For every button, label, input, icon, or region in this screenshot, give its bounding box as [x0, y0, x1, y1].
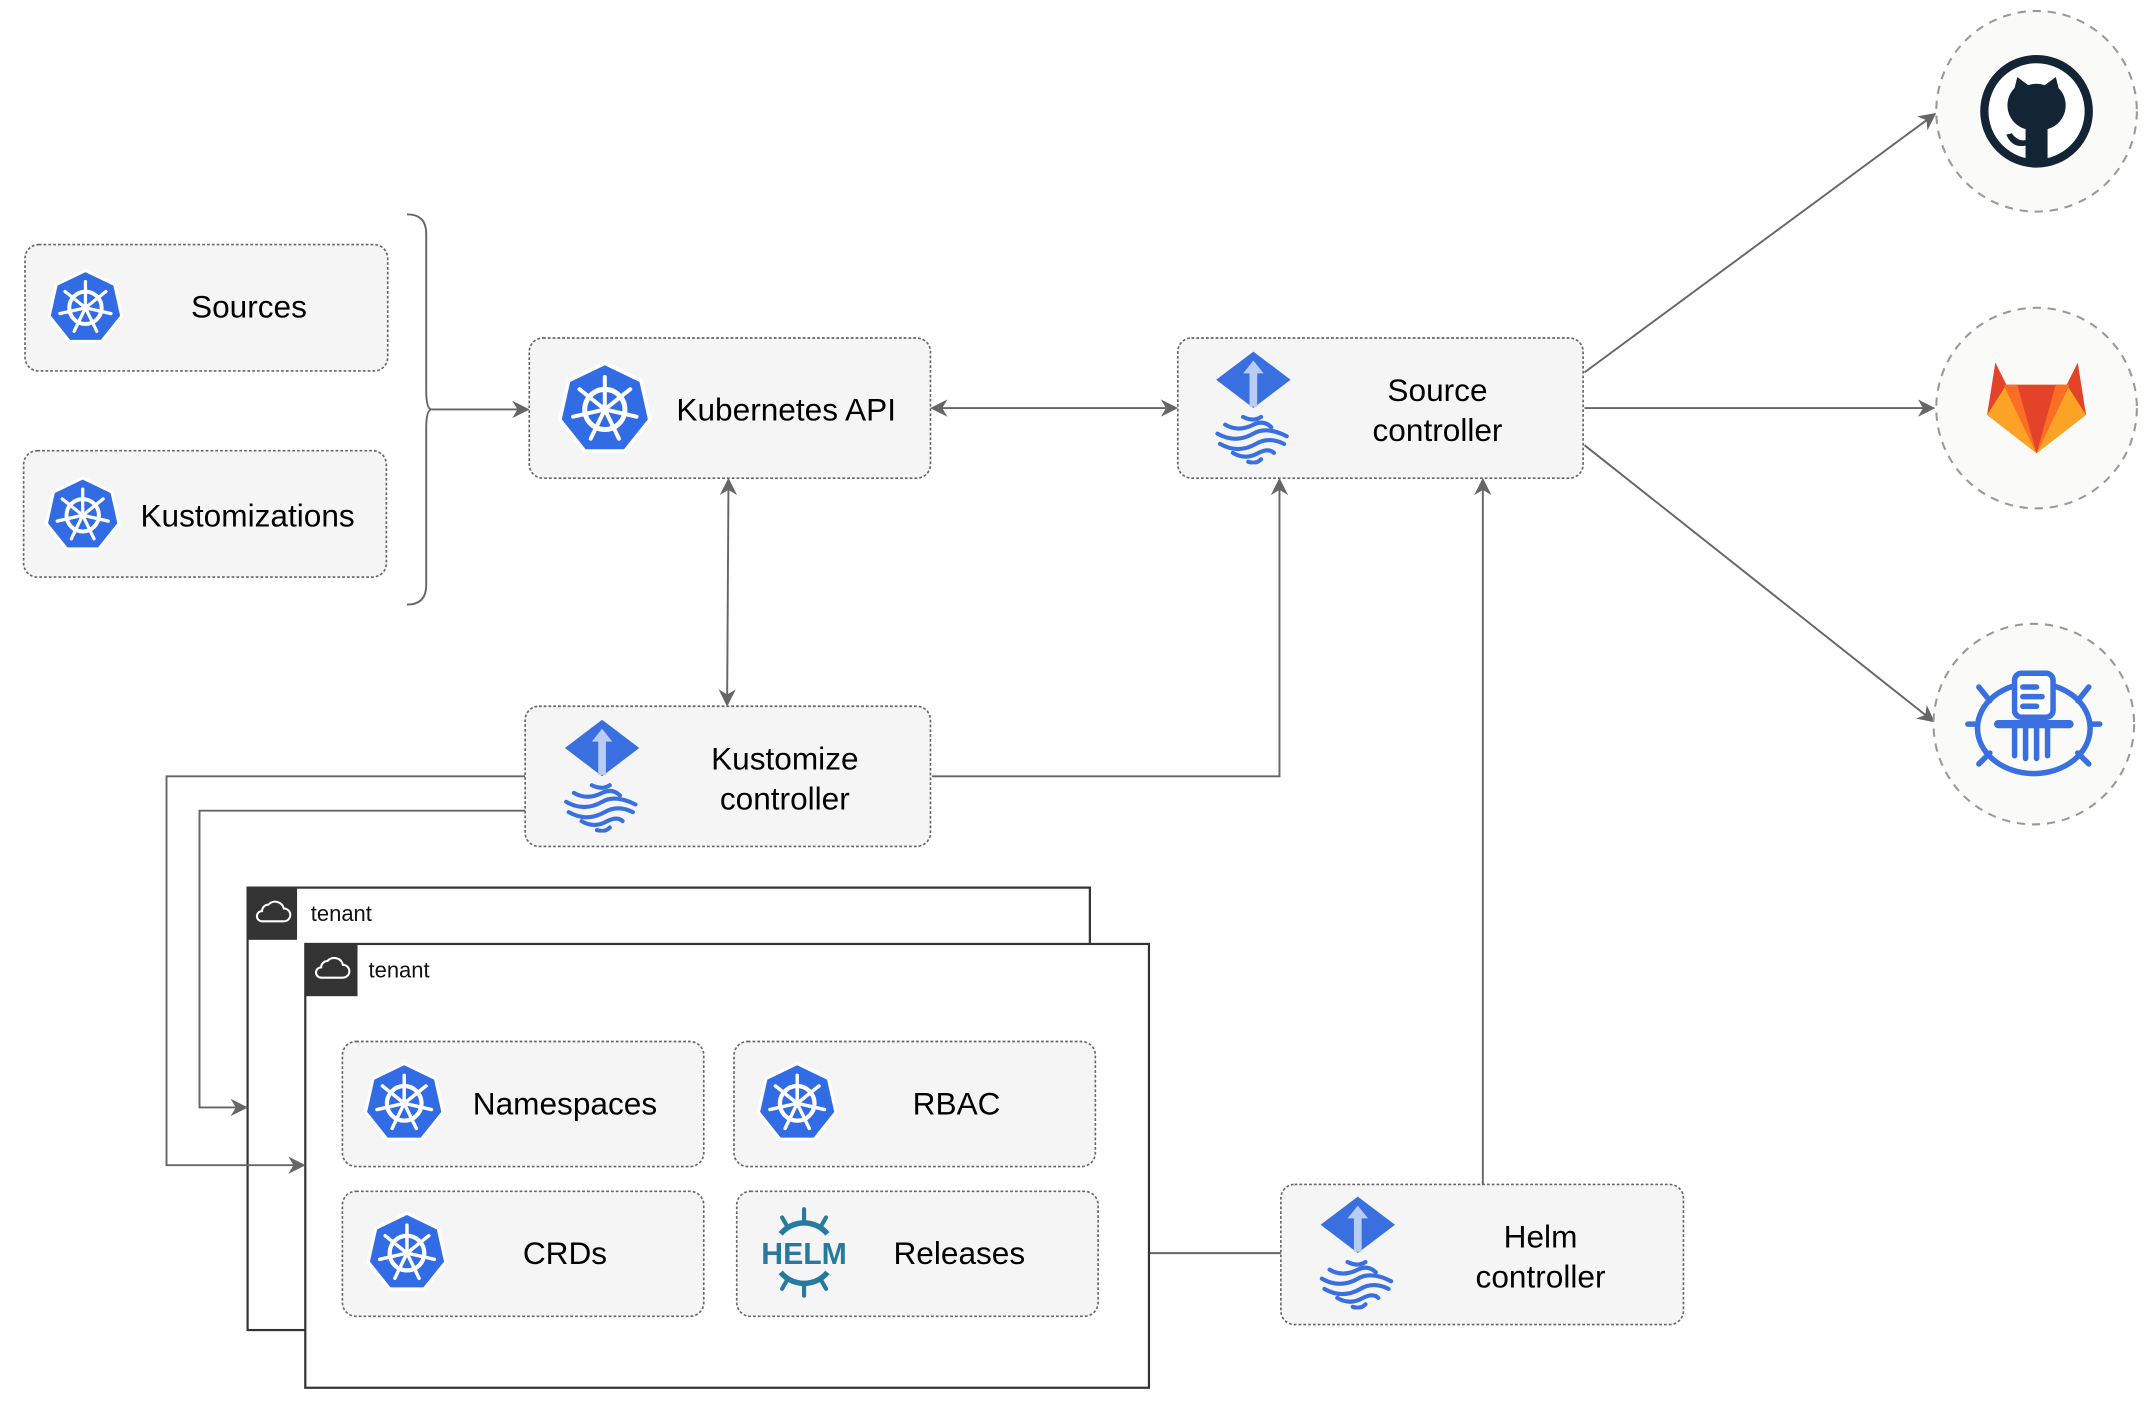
edge-kubernetes-api-kustomize-controller: [718, 477, 738, 707]
node-kubernetes-api[interactable]: Kubernetes API: [528, 337, 932, 479]
edge-kustomize-to-tenant-front: [165, 775, 526, 1174]
node-label: Sources: [191, 288, 307, 324]
node-label: controller: [720, 780, 850, 816]
node-rbac[interactable]: RBAC: [733, 1040, 1097, 1168]
tenant-label: tenant: [311, 901, 372, 926]
bucket-icon: [1965, 670, 2103, 777]
node-label: RBAC: [913, 1085, 1001, 1121]
node-label: Kubernetes API: [676, 391, 896, 427]
gitlab-icon: [1987, 362, 2087, 454]
external-github[interactable]: [1935, 9, 2138, 213]
node-sources[interactable]: Sources: [24, 243, 389, 372]
node-label: CRDs: [523, 1235, 607, 1271]
external-bucket[interactable]: [1932, 622, 2136, 826]
node-namespaces[interactable]: Namespaces: [341, 1040, 705, 1168]
node-kustomizations[interactable]: Kustomizations: [22, 449, 388, 578]
kubernetes-icon: [365, 1063, 443, 1139]
node-helm-controller[interactable]: Helm controller: [1280, 1183, 1685, 1326]
external-gitlab[interactable]: [1935, 306, 2138, 510]
grouping-brace: [406, 213, 432, 606]
kubernetes-icon: [47, 268, 124, 344]
node-label: controller: [1373, 412, 1503, 448]
helm-icon: HELM: [761, 1207, 847, 1298]
node-label: Source: [1387, 372, 1487, 408]
node-label: controller: [1476, 1258, 1606, 1294]
node-kustomize-controller[interactable]: Kustomize controller: [524, 705, 932, 848]
node-source-controller[interactable]: Source controller: [1176, 337, 1584, 479]
node-label: Namespaces: [473, 1085, 657, 1121]
tenant-label: tenant: [369, 958, 430, 983]
node-label: Helm: [1504, 1219, 1578, 1255]
helm-logo-text: HELM: [761, 1238, 847, 1271]
node-crds[interactable]: CRDs: [341, 1190, 705, 1318]
edge-source-to-bucket: [1583, 444, 1935, 723]
node-label: Kustomize: [711, 740, 858, 776]
kubernetes-icon: [758, 1063, 836, 1139]
edge-source-to-github: [1583, 113, 1937, 374]
edge-kustomize-to-source-controller: [931, 477, 1289, 778]
edge-kustomize-to-tenant-back: [198, 809, 526, 1117]
kubernetes-icon: [560, 363, 650, 451]
node-releases[interactable]: HELM Releases: [735, 1190, 1099, 1318]
node-label: Releases: [893, 1235, 1025, 1271]
kubernetes-icon: [44, 475, 122, 551]
node-label: Kustomizations: [140, 497, 354, 533]
github-icon: [1980, 54, 2093, 168]
kubernetes-icon: [368, 1213, 446, 1289]
